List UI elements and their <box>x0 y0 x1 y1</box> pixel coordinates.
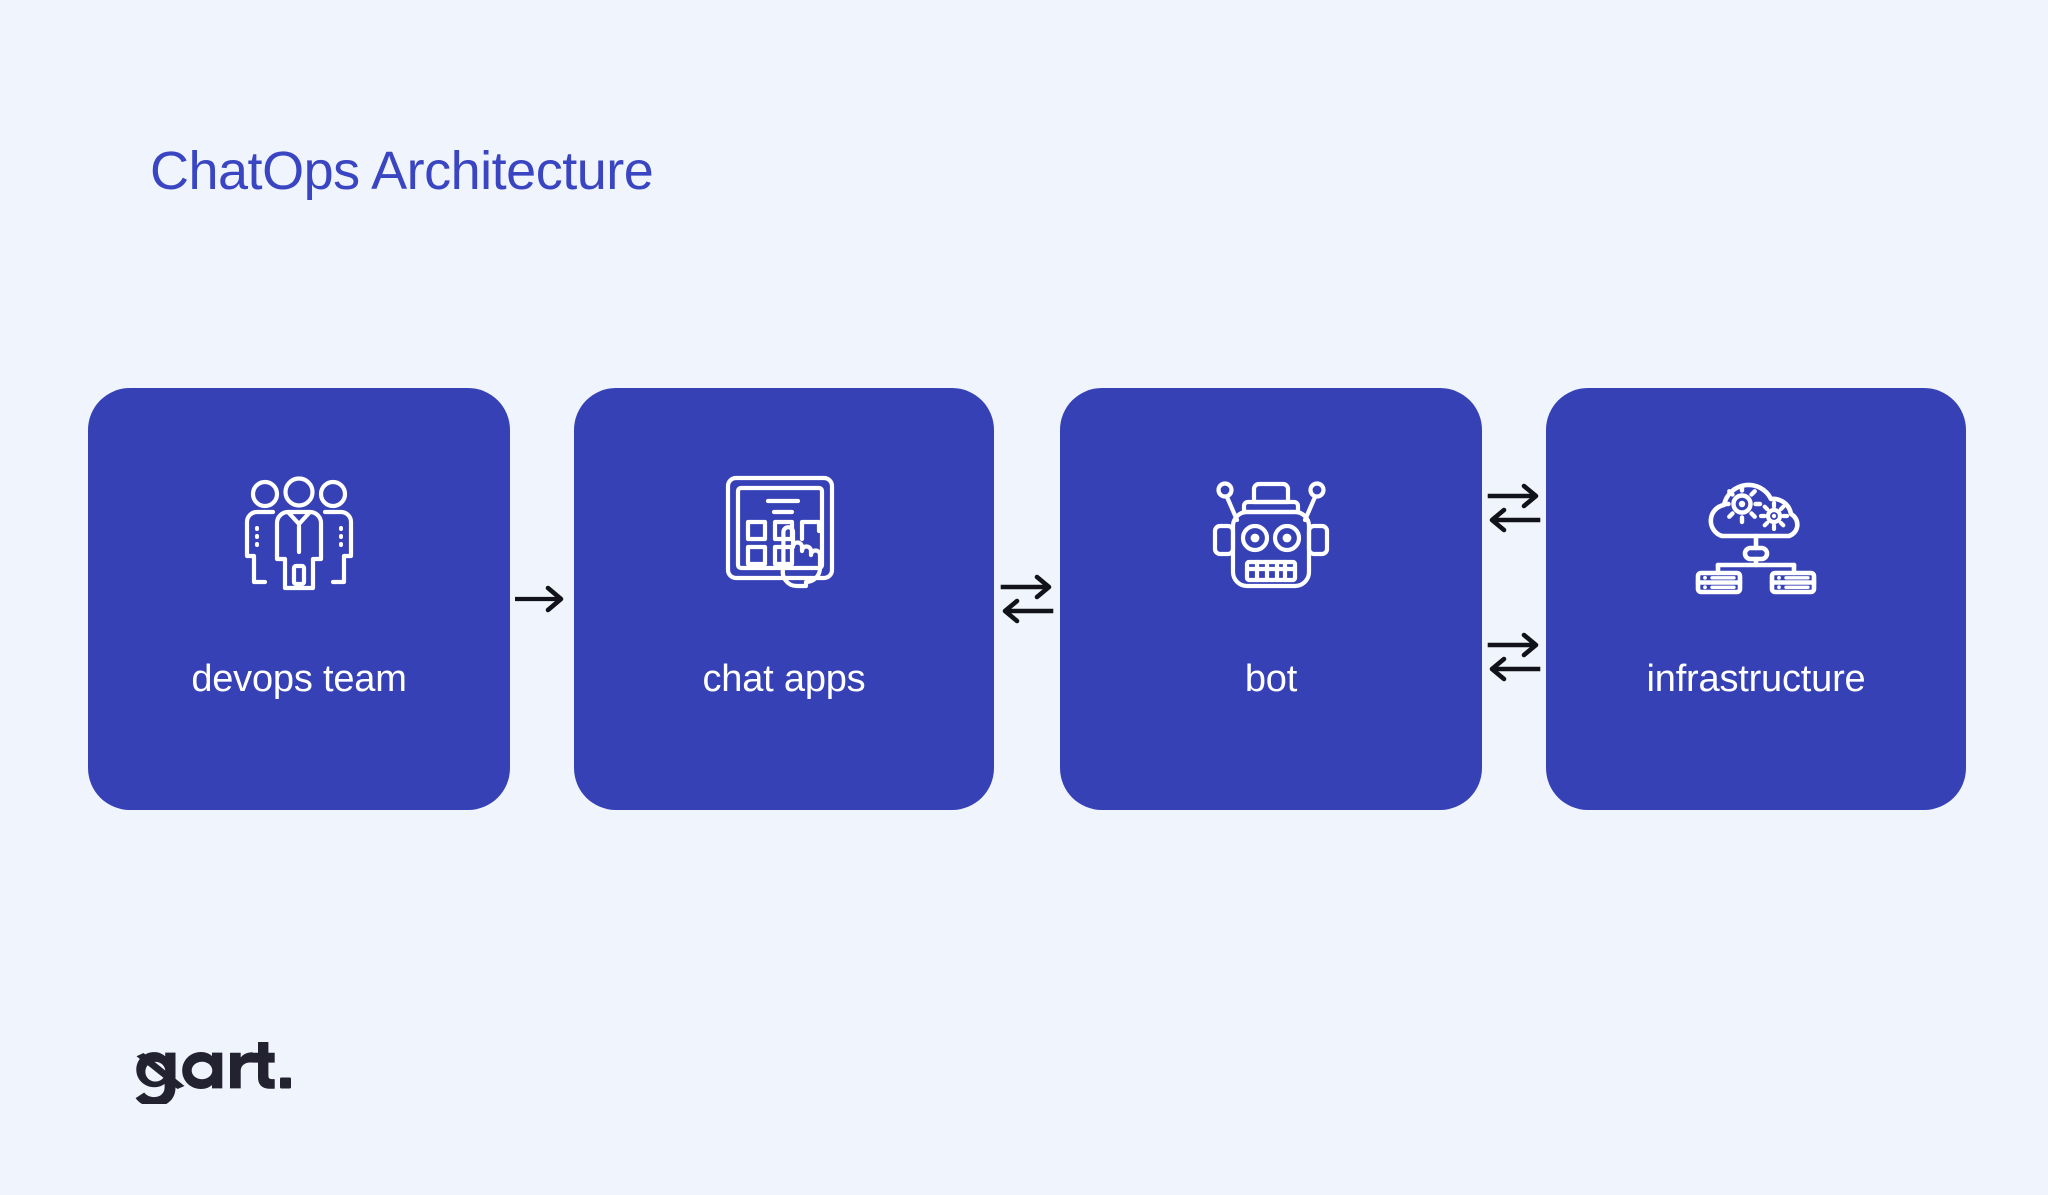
exchange-arrows-icon <box>1487 483 1541 533</box>
page-title: ChatOps Architecture <box>150 141 654 201</box>
node-label-infrastructure: infrastructure <box>1646 658 1866 700</box>
node-card-infrastructure[interactable]: infrastructure <box>1546 388 1966 810</box>
cloud-gears-servers-icon <box>1546 462 1966 602</box>
node-label-chat-apps: chat apps <box>702 658 866 700</box>
node-label-devops-team: devops team <box>191 658 407 700</box>
gart-wordmark-logo <box>122 1032 292 1104</box>
connector-bot-to-infrastructure-lower <box>1482 619 1546 695</box>
connector-bot-to-infrastructure-upper <box>1482 470 1546 546</box>
robot-head-icon <box>1060 462 1482 602</box>
connector-devops-team-to-chat-apps <box>510 561 574 637</box>
node-card-chat-apps[interactable]: chat apps <box>574 388 994 810</box>
exchange-arrows-icon <box>1487 632 1541 682</box>
connector-chat-apps-to-bot <box>994 561 1060 637</box>
exchange-arrows-icon <box>1000 574 1054 624</box>
node-card-bot[interactable]: bot <box>1060 388 1482 810</box>
arrow-right-icon <box>515 585 564 613</box>
node-card-devops-team[interactable]: devops team <box>88 388 510 810</box>
tablet-app-grid-tap-icon <box>574 462 994 602</box>
node-label-bot: bot <box>1244 658 1298 700</box>
chatops-architecture-diagram: devops team chat apps <box>0 388 2048 822</box>
three-people-icon <box>88 462 510 602</box>
